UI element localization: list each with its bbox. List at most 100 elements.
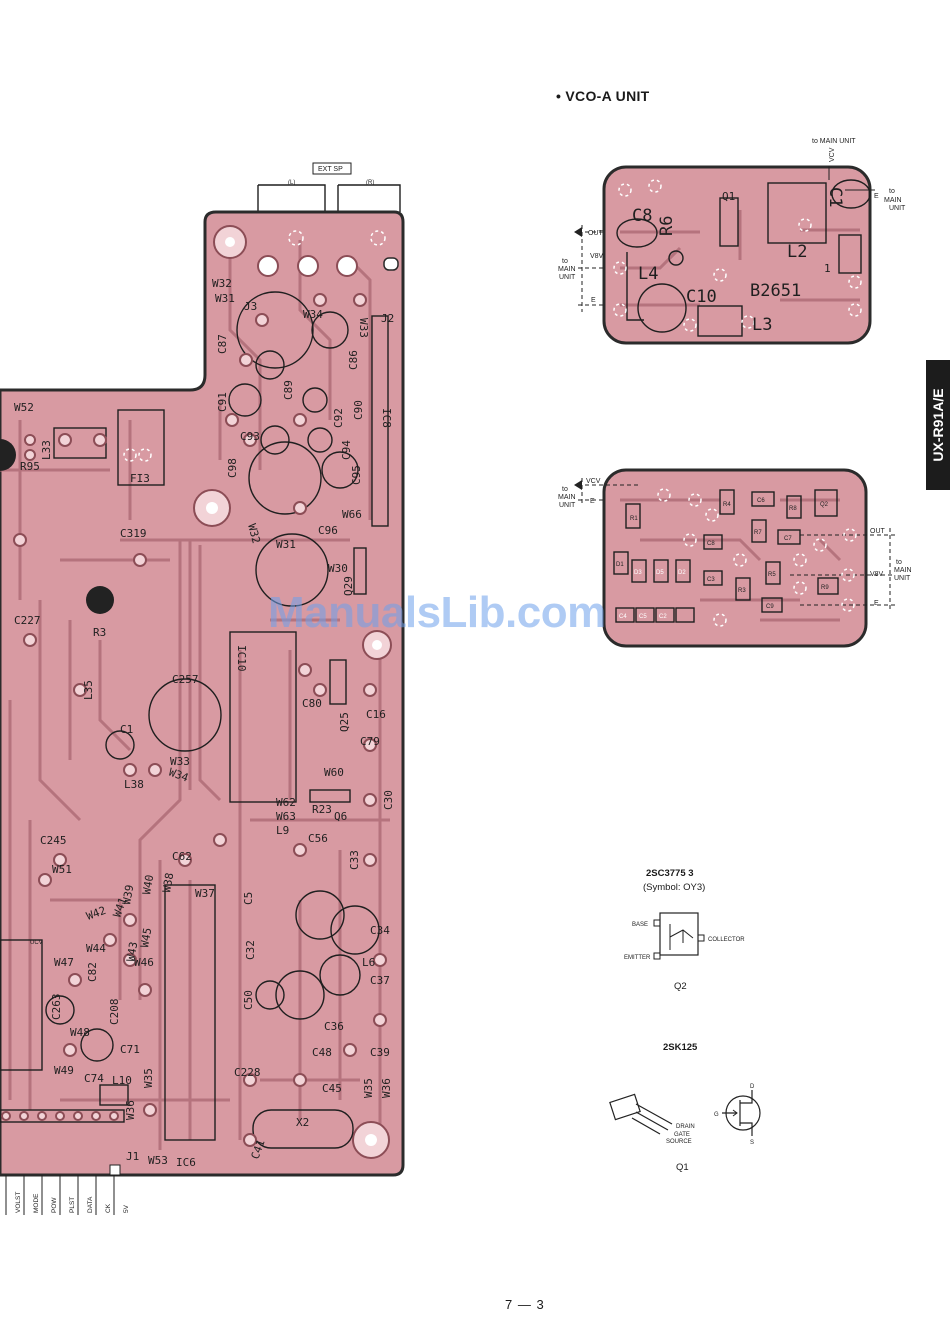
vco-top-l2: L2 [787, 242, 807, 262]
label-w60: W60 [324, 766, 344, 779]
vco-bottom-r5: R5 [768, 572, 776, 578]
label-w32b: W32 [245, 522, 263, 545]
vco-bottom-left-main: MAIN [558, 494, 576, 501]
label-ic10: IC10 [235, 645, 248, 672]
label-w35: W35 [142, 1068, 155, 1088]
q1-drain: DRAIN [676, 1124, 695, 1130]
label-c32: C32 [244, 940, 257, 960]
vco-top-e-right: E [874, 193, 879, 200]
label-c319: C319 [120, 527, 147, 540]
label-c74: C74 [84, 1072, 104, 1085]
q1-g: G [714, 1112, 719, 1118]
ext-sp-label: EXT SP [318, 166, 343, 173]
q2-base: BASE [632, 922, 648, 928]
label-j2: J2 [381, 312, 394, 325]
label-c5: C5 [242, 892, 255, 905]
vco-bottom-c5: C5 [639, 614, 647, 620]
label-w36b: W36 [380, 1078, 393, 1098]
vco-bottom-d3: D3 [634, 570, 642, 576]
label-c1: C1 [120, 723, 133, 736]
label-c71: C71 [120, 1043, 140, 1056]
vco-top-right-main: MAIN [884, 197, 902, 204]
vco-bottom-q2: Q2 [820, 502, 829, 508]
vco-bottom-r8: R8 [789, 506, 797, 512]
label-w53: W53 [148, 1154, 168, 1167]
label-l9: L9 [276, 824, 289, 837]
label-w35b: W35 [362, 1078, 375, 1098]
vco-bottom-r9: R9 [821, 585, 829, 591]
label-w44: W44 [86, 942, 106, 955]
label-c48: C48 [312, 1046, 332, 1059]
vco-top-one: 1 [824, 262, 831, 275]
vco-top-to-main: to MAIN UNIT [812, 138, 856, 145]
q1-d: D [750, 1084, 755, 1090]
vco-top-right-to: to [889, 188, 895, 195]
label-c90: C90 [352, 400, 365, 420]
vco-bottom-right-to: to [896, 559, 902, 566]
label-w41: W41 [111, 896, 130, 919]
vco-bottom-c8: C8 [707, 541, 715, 547]
label-w47: W47 [54, 956, 74, 969]
q2-symbol: (Symbol: OY3) [643, 882, 706, 893]
vco-bottom-out: OUT [870, 528, 886, 535]
label-c245: C245 [40, 834, 67, 847]
page-heading: • VCO-A UNIT [556, 88, 650, 104]
label-w32: W32 [212, 277, 232, 290]
label-w31: W31 [215, 292, 235, 305]
label-x2: X2 [296, 1116, 309, 1129]
label-c87: C87 [216, 334, 229, 354]
board-notch [383, 257, 399, 271]
label-q6: Q6 [334, 810, 347, 823]
label-w52: W52 [14, 401, 34, 414]
label-w62: W62 [276, 796, 296, 809]
pin-pow: POW [51, 1197, 58, 1213]
label-w46: W46 [134, 956, 154, 969]
label-c227: C227 [14, 614, 41, 627]
label-c16: C16 [366, 708, 386, 721]
vco-top-board: to MAIN UNIT VCV E to MAIN UNIT OUT V8V … [558, 138, 906, 345]
pin-plst: PLST [69, 1197, 76, 1213]
label-c86: C86 [347, 350, 360, 370]
label-c92: C92 [332, 408, 345, 428]
vco-top-r6: R6 [657, 216, 677, 236]
label-w45: W45 [138, 927, 154, 949]
mounting-holes [193, 225, 392, 1159]
vco-bottom-c7: C7 [784, 536, 792, 542]
label-w40: W40 [140, 874, 156, 896]
vco-bottom-c6: C6 [757, 498, 765, 504]
label-c95: C95 [350, 465, 363, 485]
label-w31b: W31 [276, 538, 296, 551]
q1-part-number: 2SK125 [663, 1042, 698, 1053]
label-c208: C208 [108, 999, 121, 1026]
vco-bottom-r1: R1 [630, 516, 638, 522]
label-c39: C39 [370, 1046, 390, 1059]
label-j3: J3 [244, 300, 257, 313]
label-w36: W36 [124, 1100, 137, 1120]
pin-data: DATA [87, 1196, 94, 1213]
vco-top-c1: C1 [825, 187, 845, 207]
pin-volst: VOLST [15, 1192, 22, 1213]
vco-top-e-left: E [591, 297, 596, 304]
label-c41: C41 [249, 1138, 268, 1161]
label-w37: W37 [195, 887, 215, 900]
vco-top-left-to: to [562, 258, 568, 265]
vco-top-c10: C10 [686, 287, 717, 307]
vco-top-l3: L3 [752, 315, 772, 335]
vco-bottom-right-unit: UNIT [894, 575, 911, 582]
label-r3: R3 [93, 626, 106, 639]
label-ic8: IC8 [380, 408, 393, 428]
vco-top-left-unit: UNIT [559, 274, 576, 281]
label-c263: C263 [50, 994, 63, 1021]
jack-r-label: (R) [366, 180, 374, 186]
label-ucv: UCV [30, 940, 43, 946]
vco-bottom-c4: C4 [619, 614, 627, 620]
vco-bottom-c9: C9 [766, 604, 774, 610]
vco-bottom-d1: D1 [616, 562, 624, 568]
vco-bottom-d2: D2 [678, 570, 686, 576]
vco-bottom-vcv: VCV [586, 478, 601, 485]
label-c91: C91 [216, 392, 229, 412]
vco-top-b2651: B2651 [750, 281, 801, 301]
main-board-labels: W32 W31 J3 W34 W33 J2 C87 C86 C89 C91 C9… [14, 277, 395, 1169]
page-number: 7 — 3 [505, 1297, 545, 1312]
q1-s: S [750, 1140, 754, 1146]
